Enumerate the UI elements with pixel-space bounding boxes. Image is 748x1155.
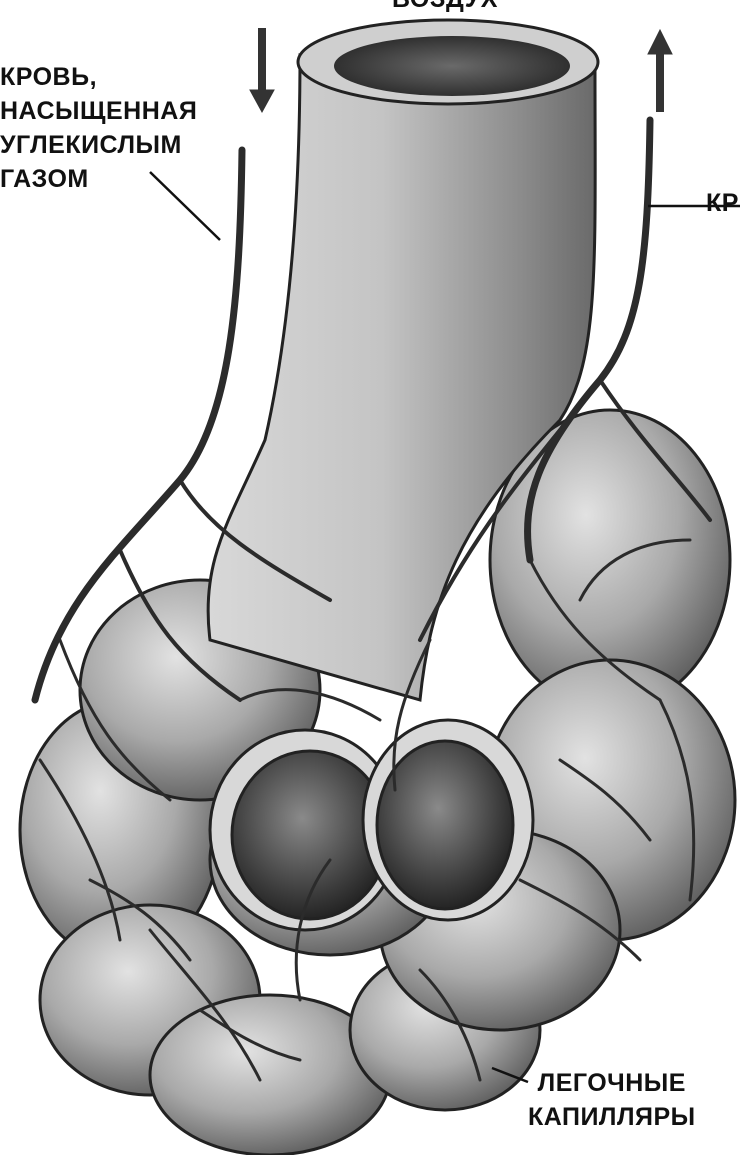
label-blood-co2: КРОВЬ, НАСЫЩЕННАЯ УГЛЕКИСЛЫМ ГАЗОМ (0, 60, 197, 196)
arrow-down-icon (250, 28, 274, 112)
label-air: ВОЗДУХ (392, 0, 498, 16)
label-blood-o2: КР (706, 186, 739, 220)
label-blood-co2-line-4: ГАЗОМ (0, 162, 197, 196)
label-blood-co2-line-1: КРОВЬ, (0, 60, 197, 94)
label-blood-co2-line-2: НАСЫЩЕННАЯ (0, 94, 197, 128)
label-capillaries: ЛЕГОЧНЫЕ КАПИЛЛЯРЫ (528, 1066, 696, 1134)
label-blood-co2-line-3: УГЛЕКИСЛЫМ (0, 128, 197, 162)
label-capillaries-line-2: КАПИЛЛЯРЫ (528, 1100, 696, 1134)
label-capillaries-line-1: ЛЕГОЧНЫЕ (528, 1066, 696, 1100)
alveolus-openings (210, 720, 533, 930)
arrow-up-icon (648, 30, 672, 112)
